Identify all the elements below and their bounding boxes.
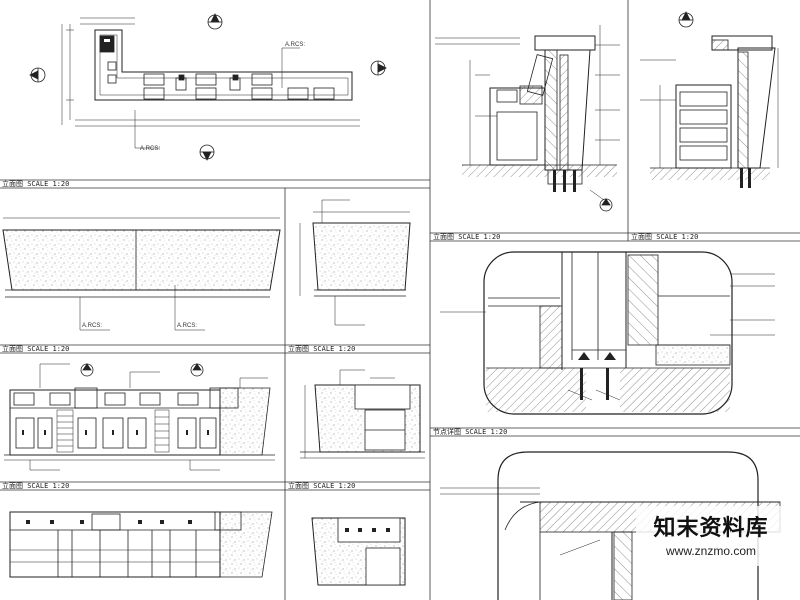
svg-text:立面图 SCALE 1:20: 立面图 SCALE 1:20 <box>631 232 698 241</box>
panel-tag-1: 立面图 <box>2 179 23 188</box>
svg-text:节点详图 SCALE 1:20: 节点详图 SCALE 1:20 <box>433 427 507 436</box>
cabinet-elevation <box>4 363 275 471</box>
lower-front-elevation <box>9 511 273 578</box>
panel-scale-1: SCALE 1:20 <box>27 180 69 188</box>
front-elevation-large <box>2 217 281 331</box>
svg-text:立面图 SCALE 1:20: 立面图 SCALE 1:20 <box>2 481 69 490</box>
panel-scale-2: SCALE 1:20 <box>27 345 69 353</box>
panel-title-tags: 立面图 SCALE 1:20 立面图 SCALE 1:20 立面图 SCALE … <box>2 179 698 490</box>
side-elevation-small <box>299 199 411 326</box>
panel-scale-6: SCALE 1:20 <box>458 233 500 241</box>
svg-text:A.RCS:: A.RCS: <box>177 323 197 329</box>
panel-scale-4: SCALE 1:20 <box>27 482 69 490</box>
detail-1 <box>440 251 775 415</box>
panel-tag-3: 立面图 <box>288 344 309 353</box>
svg-text:立面图 SCALE 1:20: 立面图 SCALE 1:20 <box>288 344 355 353</box>
watermark-brand: 知末资料库 <box>653 516 769 541</box>
panel-tag-6: 立面图 <box>433 232 454 241</box>
lower-side-elevation <box>311 517 406 586</box>
panel-tag-8: 节点详图 <box>433 427 461 436</box>
cabinet-side-elevation <box>300 369 425 459</box>
section-a <box>435 25 620 212</box>
svg-text:立面图 SCALE 1:20: 立面图 SCALE 1:20 <box>2 179 69 188</box>
panel-tag-7: 立面图 <box>631 232 652 241</box>
svg-text:A.RCS:: A.RCS: <box>285 42 305 48</box>
panel-scale-5: SCALE 1:20 <box>313 482 355 490</box>
panel-tag-4: 立面图 <box>2 481 23 490</box>
svg-text:立面图 SCALE 1:20: 立面图 SCALE 1:20 <box>288 481 355 490</box>
panel-tag-2: 立面图 <box>2 344 23 353</box>
panel-scale-7: SCALE 1:20 <box>656 233 698 241</box>
watermark-url: www.znzmo.com <box>665 544 757 558</box>
plan-view <box>29 13 387 161</box>
svg-text:A.RCS:: A.RCS: <box>82 323 102 329</box>
svg-text:立面图 SCALE 1:20: 立面图 SCALE 1:20 <box>2 344 69 353</box>
svg-text:立面图 SCALE 1:20: 立面图 SCALE 1:20 <box>433 232 500 241</box>
watermark: 知末资料库 www.znzmo.com <box>636 506 786 566</box>
panel-scale-3: SCALE 1:20 <box>313 345 355 353</box>
panel-tag-5: 立面图 <box>288 481 309 490</box>
svg-text:A.RCS:: A.RCS: <box>140 146 160 152</box>
panel-scale-8: SCALE 1:20 <box>465 428 507 436</box>
section-b <box>640 11 779 188</box>
